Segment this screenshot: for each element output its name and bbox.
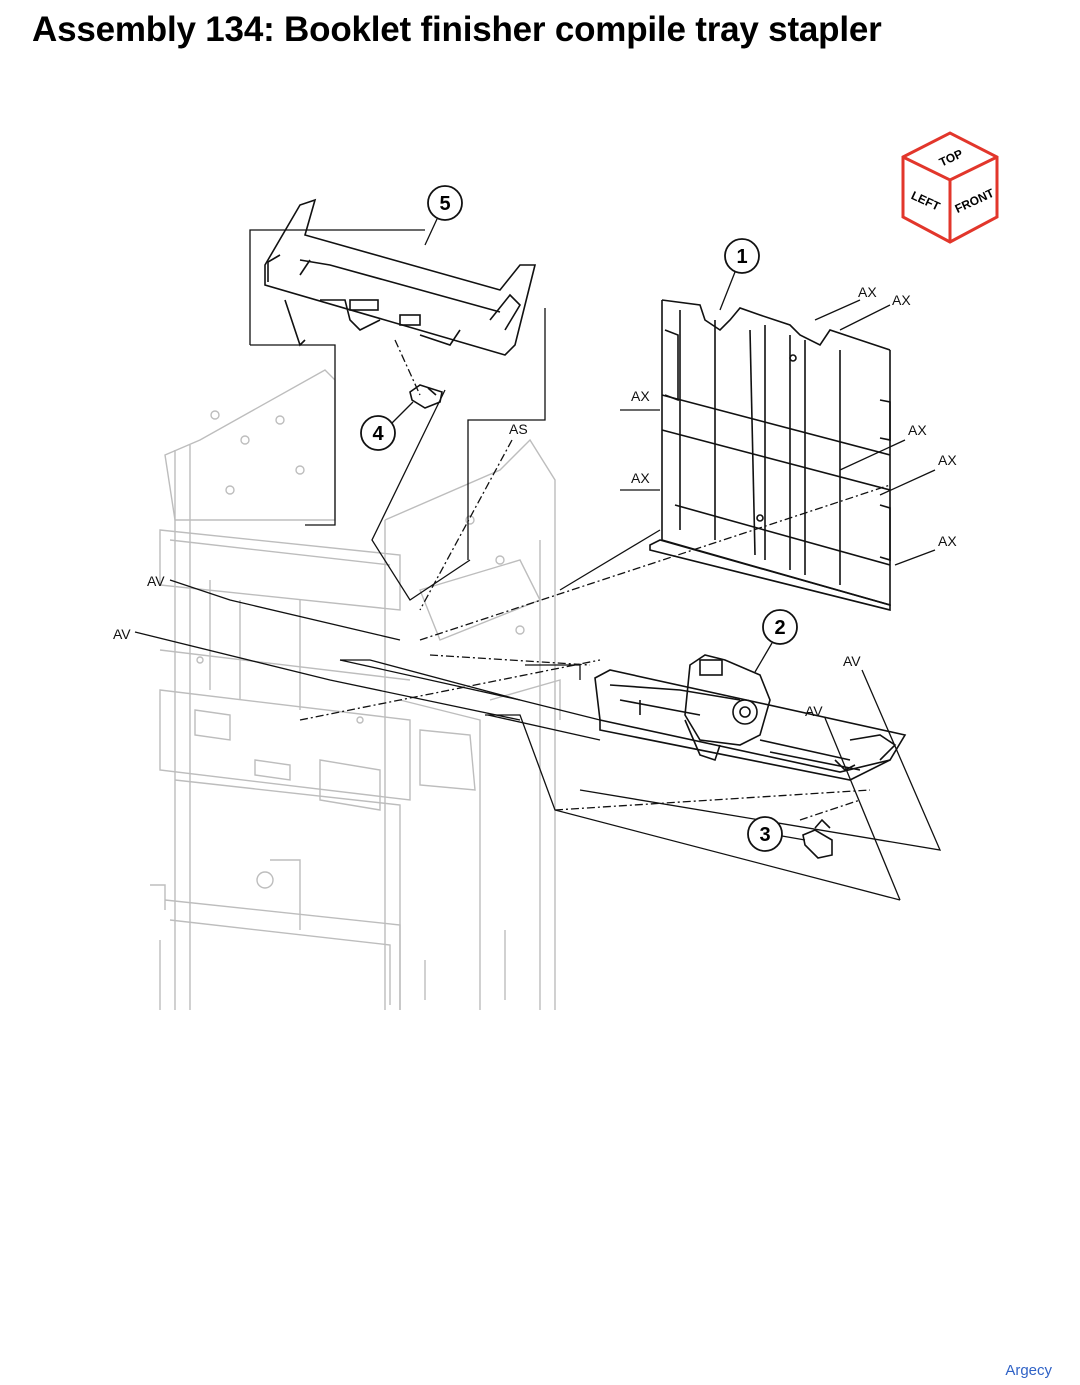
ref-label: AX — [631, 470, 650, 486]
ref-label: AV — [843, 653, 861, 669]
svg-text:4: 4 — [372, 423, 384, 445]
part-5-top-cover — [264, 198, 537, 356]
leader-lines — [134, 229, 942, 901]
callout-5: 5 — [424, 185, 463, 246]
ref-label: AX — [631, 388, 650, 404]
ref-label: AS — [509, 421, 528, 437]
part-4-clip — [409, 384, 443, 409]
callout-1: 1 — [719, 238, 760, 311]
svg-text:2: 2 — [774, 617, 785, 639]
svg-text:5: 5 — [439, 193, 450, 215]
watermark: Argecy — [1005, 1362, 1052, 1379]
callout-3: 3 — [747, 816, 806, 852]
svg-text:3: 3 — [759, 824, 770, 846]
svg-text:1: 1 — [736, 246, 747, 268]
part-1-guide-panel — [649, 299, 891, 612]
reference-labels: AX AX AX AX AX AX AX AS AV AV AV AV — [113, 284, 957, 719]
orientation-cube: TOP LEFT FRONT — [901, 131, 999, 244]
callout-4: 4 — [360, 401, 414, 451]
part-2-stapler-assembly — [594, 654, 907, 781]
ref-label: AX — [908, 422, 927, 438]
ref-label: AX — [938, 533, 957, 549]
page-title: Assembly 134: Booklet finisher compile t… — [32, 10, 882, 49]
finisher-frame — [150, 369, 561, 1010]
ref-label: AX — [938, 452, 957, 468]
ref-label: AV — [147, 573, 165, 589]
ref-label: AV — [805, 703, 823, 719]
ref-label: AX — [892, 292, 911, 308]
part-3-bracket — [802, 818, 833, 859]
ref-label: AX — [858, 284, 877, 300]
ref-label: AV — [113, 626, 131, 642]
callout-2: 2 — [754, 609, 798, 673]
